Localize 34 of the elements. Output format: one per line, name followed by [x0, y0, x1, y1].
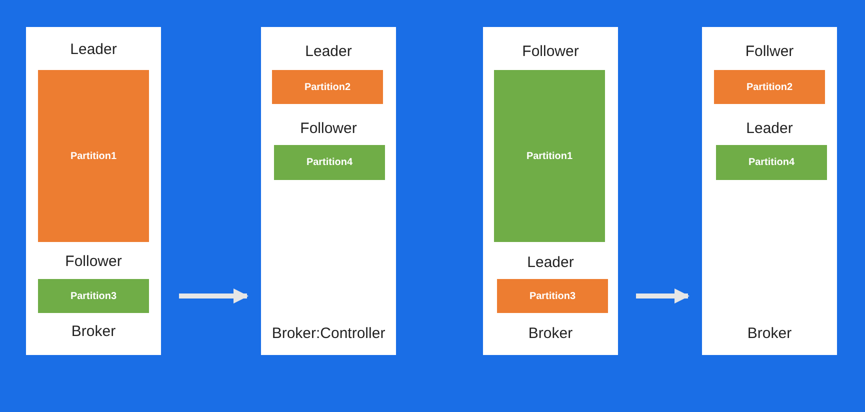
partition-box: [714, 70, 825, 104]
partition-box: [494, 70, 605, 242]
role-label: Broker: [747, 324, 792, 344]
partition-label: Partition2: [746, 80, 793, 94]
role-label: Leader: [527, 253, 574, 273]
partition-label: Partition1: [526, 150, 573, 164]
broker-panel: [702, 27, 837, 355]
partition-box: [716, 145, 827, 180]
partition-label: Partition3: [70, 290, 117, 304]
partition-label: Partition1: [70, 150, 117, 164]
partition-box: [272, 70, 383, 104]
role-label: Follower: [300, 119, 357, 139]
partition-label: Partition3: [529, 290, 576, 304]
partition-label: Partition4: [748, 156, 795, 170]
role-label: Leader: [70, 40, 117, 60]
partition-label: Partition2: [304, 80, 351, 94]
role-label: Broker: [528, 324, 573, 344]
role-label: Follower: [65, 252, 122, 272]
arrow: [179, 288, 248, 304]
partition-box: [497, 279, 608, 313]
partition-label: Partition4: [306, 156, 353, 170]
role-label: Broker: [71, 322, 116, 342]
broker-panel: [483, 27, 618, 355]
role-label: Leader: [305, 42, 352, 62]
partition-box: [274, 145, 385, 180]
partition-box: [38, 279, 149, 313]
broker-panel: [261, 27, 396, 355]
role-label: Follower: [522, 42, 579, 62]
role-label: Broker:Controller: [272, 324, 386, 344]
role-label: Leader: [746, 119, 793, 139]
role-label: Follwer: [745, 42, 794, 62]
broker-panel: [26, 27, 161, 355]
arrow: [636, 288, 690, 304]
partition-box: [38, 70, 149, 242]
